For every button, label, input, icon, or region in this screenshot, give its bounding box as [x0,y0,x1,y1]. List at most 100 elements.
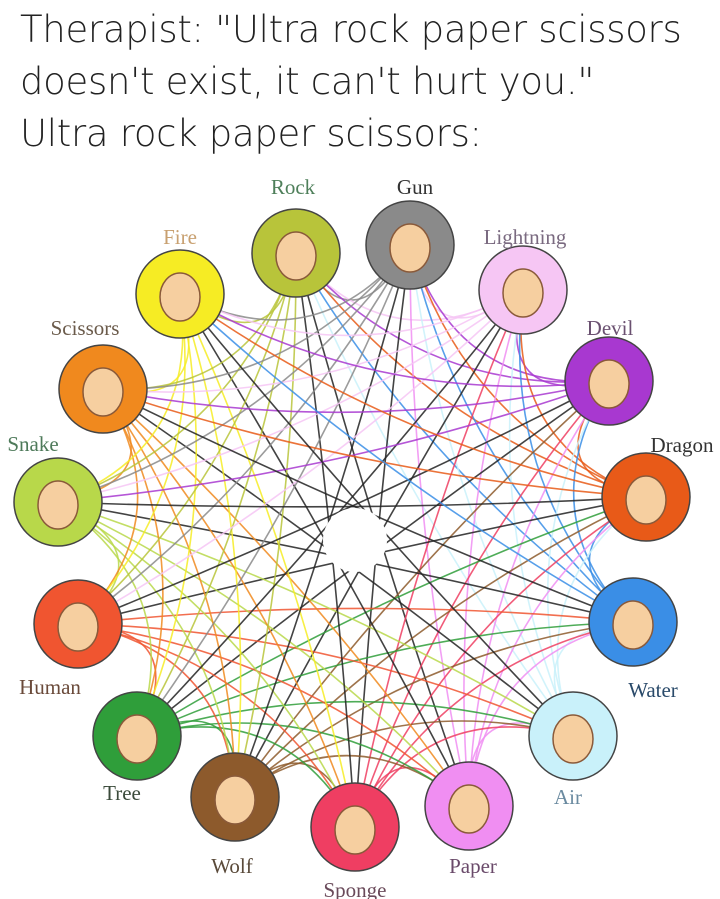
node-label: Air [554,785,582,809]
beats-arrow [57,380,610,503]
node-label: Devil [587,316,634,340]
node-label: Water [628,678,678,702]
beats-arrow [179,293,356,828]
beats-arrow [57,501,236,798]
node-rock: Rock [251,175,341,298]
node-label: Lightning [484,225,567,249]
beats-arrow [57,501,356,828]
node-label: Fire [163,225,197,249]
beats-arrow [57,501,470,807]
beats-arrow [295,252,647,498]
beats-arrow [179,293,610,388]
caption-line-1: Therapist: "Ultra rock paper scissors [20,8,682,51]
beats-arrow [136,722,470,807]
beats-arrow [354,380,610,828]
beats-arrow [136,293,197,737]
beats-arrow [409,244,574,737]
beats-arrow [136,289,524,737]
beats-arrow [234,380,610,798]
hand-icon [625,475,667,525]
node-label: Snake [7,432,58,456]
beats-arrow [179,293,647,498]
beats-arrow [102,244,411,391]
beats-arrow [295,252,610,384]
beats-arrow [77,289,524,625]
hand-icon [612,600,654,650]
hand-icon [214,775,256,825]
node-label: Wolf [211,854,252,878]
beats-arrow [57,501,574,737]
node-label: Gun [397,175,434,199]
hand-icon [552,714,594,764]
hand-icon [116,714,158,764]
node-lightning: Lightning [478,225,568,335]
node-human: Human [19,579,123,699]
center-hole [323,508,387,572]
beats-arrow [77,607,634,625]
beats-arrow [234,720,574,798]
beats-arrow [102,388,647,498]
caption-line-2: doesn't exist, it can't hurt you." [20,60,595,103]
beats-arrow [546,380,610,737]
beats-arrow [77,244,411,625]
beats-arrow [102,388,356,828]
beats-arrow [234,496,647,798]
beats-arrow [179,289,524,337]
node-label: Dragon [651,433,714,457]
beats-arrow [179,293,634,623]
node-dragon: Dragon [601,433,714,542]
beats-arrow [468,496,647,807]
hand-icon [37,480,79,530]
beats-arrow [102,388,236,798]
hand-icon [502,268,544,318]
node-scissors: Scissors [51,316,148,434]
hand-icon [82,367,124,417]
hand-icon [275,231,317,281]
node-label: Sponge [324,878,387,899]
node-air: Air [528,691,618,809]
hand-icon [57,602,99,652]
beats-arrow [102,388,470,807]
node-label: Paper [449,854,497,878]
hand-icon [389,223,431,273]
beats-arrow [136,244,411,737]
node-paper: Paper [424,761,514,878]
beats-arrow [508,289,574,737]
beats-arrow [102,380,610,414]
beats-arrow [57,289,524,503]
node-label: Tree [103,781,141,805]
hand-icon [159,272,201,322]
beats-arrow [136,621,634,737]
node-fire: Fire [135,225,225,339]
node-devil: Devil [564,316,654,426]
beats-arrow [77,380,610,625]
beats-arrow [463,289,524,807]
beats-arrow [468,380,610,807]
beats-arrow [409,244,470,807]
beats-arrow [354,496,647,828]
node-label: Rock [271,175,316,199]
beats-arrow [295,252,634,623]
beats-arrow [77,623,470,807]
hand-icon [588,359,630,409]
beats-arrow [102,388,164,737]
node-label: Scissors [51,316,120,340]
beats-arrow [136,700,574,737]
beats-arrow [57,244,411,503]
hand-icon [334,805,376,855]
beats-arrow [409,244,634,623]
beats-arrow [354,289,524,828]
beats-arrow [354,621,634,828]
node-label: Human [19,675,81,699]
node-sponge: Sponge [310,782,400,899]
beats-arrow [136,252,297,737]
node-tree: Tree [92,691,182,805]
hand-icon [448,784,490,834]
node-snake: Snake [7,432,103,547]
node-water: Water [588,577,678,702]
node-wolf: Wolf [190,752,280,878]
node-gun: Gun [365,175,455,290]
caption-line-3: Ultra rock paper scissors: [20,112,482,155]
beats-arrow [179,293,242,798]
